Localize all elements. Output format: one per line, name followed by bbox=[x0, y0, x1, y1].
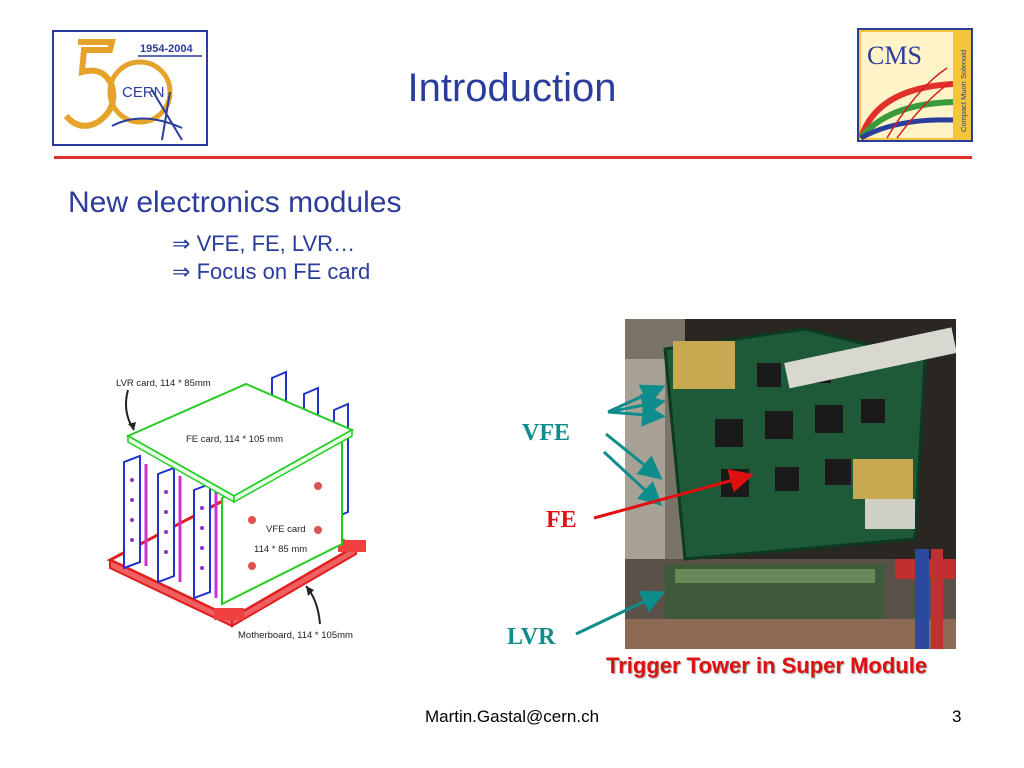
vfe-card-label: VFE card bbox=[266, 524, 306, 535]
fe-card-label: FE card, 114 * 105 mm bbox=[186, 434, 283, 445]
page-number: 3 bbox=[952, 707, 962, 726]
bullet-text: Focus on FE card bbox=[196, 259, 371, 284]
cern-years: 1954-2004 bbox=[140, 43, 193, 55]
bullet-text: VFE, FE, LVR… bbox=[196, 231, 356, 256]
cern-50-logo: 1954-2004 CERN bbox=[52, 30, 208, 146]
trigger-tower-photo bbox=[625, 319, 956, 649]
photo-caption: Trigger Tower in Super Module bbox=[606, 653, 928, 678]
bullet-item: ⇒ VFE, FE, LVR… bbox=[172, 231, 355, 257]
bullet-item: ⇒ Focus on FE card bbox=[172, 259, 370, 285]
vfe-label: VFE bbox=[522, 420, 570, 446]
title-rule bbox=[54, 156, 972, 159]
cms-name: CMS bbox=[867, 41, 922, 70]
cms-logo: CMS Compact Muon Solenoid bbox=[857, 28, 973, 142]
electronics-diagram: LVR card, 114 * 85mm FE card, 114 * 105 … bbox=[106, 370, 366, 641]
lvr-label: LVR bbox=[507, 624, 556, 650]
bullet-arrow: ⇒ bbox=[172, 259, 191, 284]
footer-email: Martin.Gastal@cern.ch bbox=[424, 707, 600, 726]
bullet-arrow: ⇒ bbox=[172, 231, 191, 256]
cms-side-text: Compact Muon Solenoid bbox=[959, 50, 968, 132]
motherboard-label: Motherboard, 114 * 105mm bbox=[238, 630, 353, 641]
slide-heading: New electronics modules bbox=[68, 186, 402, 219]
fe-label: FE bbox=[546, 507, 577, 533]
cern-name: CERN bbox=[122, 84, 165, 101]
slide-title: Introduction bbox=[407, 66, 617, 110]
vfe-card-size-label: 114 * 85 mm bbox=[254, 544, 307, 555]
lvr-card-label: LVR card, 114 * 85mm bbox=[116, 378, 211, 389]
